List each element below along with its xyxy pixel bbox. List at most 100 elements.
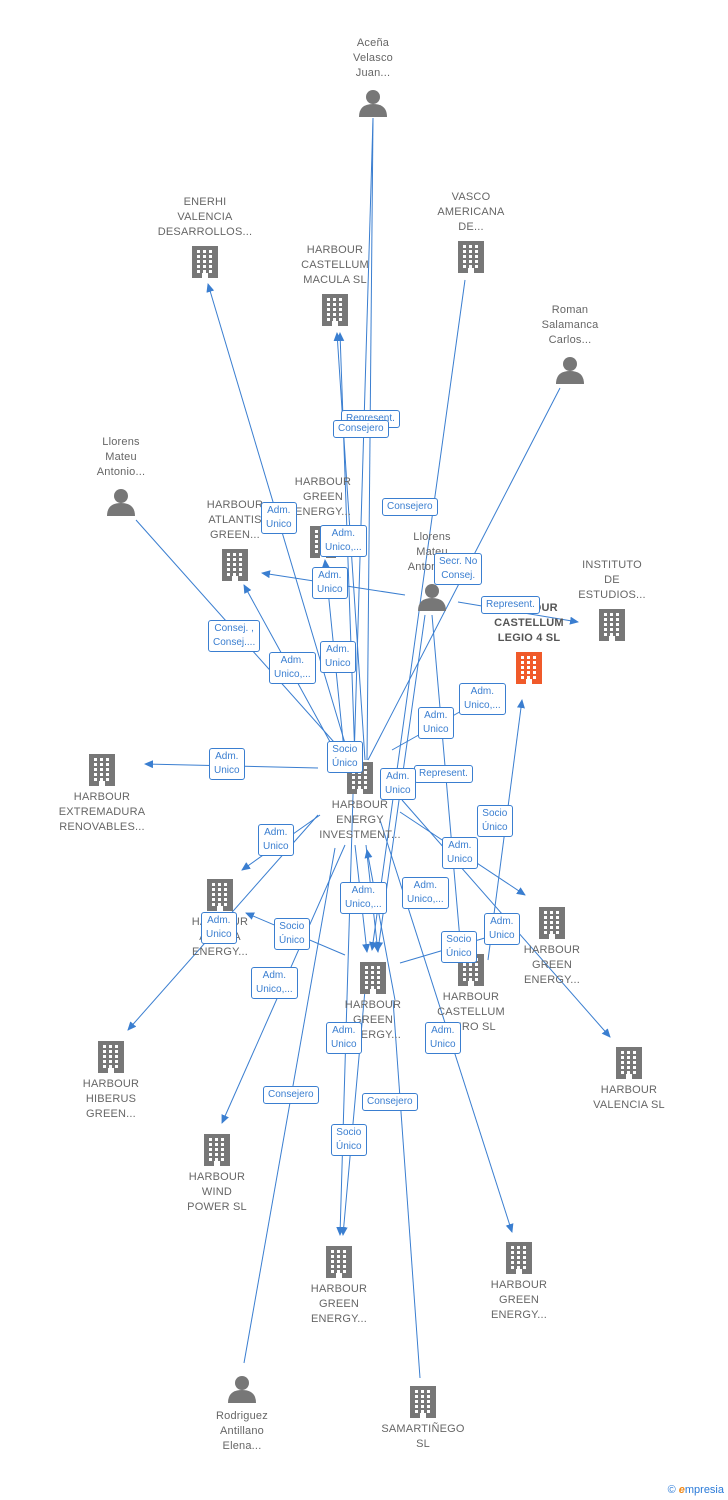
building-icon-vasco[interactable] [458,241,484,273]
node-label-line: INVESTMENT... [319,829,401,841]
edge-label-line: Consejero [387,501,433,512]
edge-label[interactable]: Represent. [481,596,540,614]
edge-label[interactable]: Adm.Unico [484,913,520,945]
node-label-line: GREEN [498,1294,540,1306]
building-icon-samartinego[interactable] [410,1386,436,1418]
node-label-line: VASCO [451,191,491,203]
edge-label[interactable]: Adm.Unico,... [340,882,387,914]
building-icon-extremadura[interactable] [89,754,115,786]
building-icon-legio[interactable] [516,652,542,684]
node-label-line: WIND [201,1186,233,1198]
person-icon-roman[interactable] [556,357,584,384]
building-icon-green_b2[interactable] [506,1242,532,1274]
edge-label-line: Adm. [448,840,472,851]
building-icon-valencia[interactable] [616,1047,642,1079]
edge-label[interactable]: Consejero [333,420,389,438]
edge-label[interactable]: Adm.Unico,... [320,525,367,557]
building-icon-instituto[interactable] [599,609,625,641]
node-label-line: CASTELLUM [494,617,564,629]
node-label-line: Mateu [105,451,137,463]
edge-label-line: Unico [206,929,232,940]
edge-label[interactable]: Adm.Unico [201,912,237,944]
node-label-line: DE... [458,221,484,233]
node-label-line: Llorens [102,436,140,448]
building-icon-atlantis[interactable] [222,549,248,581]
edge-label[interactable]: Adm.Unico [209,748,245,780]
empresia-brand[interactable]: © empresia [668,1484,724,1496]
edge-label[interactable]: Adm.Unico,... [269,652,316,684]
node-label-line: HARBOUR [73,791,131,803]
edge-label[interactable]: Adm.Unico [258,824,294,856]
edge-label[interactable]: Adm.Unico [261,502,297,534]
building-icon-harbour_energy_left[interactable] [207,879,233,911]
node-label-line: Llorens [413,531,451,543]
node-label-line: ENERGY... [310,1313,367,1325]
edge-label-line: Adm. [267,505,291,516]
edge-label-line: Socio [482,808,508,819]
edge-label[interactable]: Adm. Unico [442,837,478,869]
edge-label[interactable]: Represent. [414,765,473,783]
building-icon-green_mid[interactable] [360,962,386,994]
node-label-line: HARBOUR [442,991,500,1003]
edge-label-line: Unico [214,765,240,776]
edge-label[interactable]: Adm.Unico,... [251,967,298,999]
person-icon-llorens2[interactable] [418,584,446,611]
building-icon-green_b1[interactable] [326,1246,352,1278]
edge-label[interactable]: Consejero [362,1093,418,1111]
building-icon-wind[interactable] [204,1134,230,1166]
edge-label[interactable]: Consej. ,Consej.... [208,620,261,652]
edge-label-line: Unico [317,584,343,595]
edge-label[interactable]: Adm.Unico [312,567,348,599]
node-label-line: CASTELLUM [301,259,369,271]
building-icon-green_r[interactable] [539,907,565,939]
edge-label[interactable]: Adm.Unico,... [402,877,449,909]
edge-label-line: Socio [446,934,472,945]
edge-label[interactable]: Adm.Unico,... [459,683,506,715]
edge-label[interactable]: Adm.Unico [425,1022,461,1054]
edge-label-line: Consej. [441,570,476,581]
edge-label[interactable]: Adm.Unico [418,707,454,739]
edge-label-line: Unico [447,854,473,865]
person-icon-llorens1[interactable] [107,489,135,516]
building-icon-enerhi[interactable] [192,246,218,278]
building-icon-hiberus[interactable] [98,1041,124,1073]
edge-label[interactable]: Adm.Unico [380,768,416,800]
node-label-line: GREEN... [86,1108,136,1120]
edge-label[interactable]: Consejero [263,1086,319,1104]
edge-label[interactable]: Adm.Unico [320,641,356,673]
node-label-line: CASTELLUM [437,1006,505,1018]
node-label-line: DE [604,574,620,586]
person-icon-rodriguez[interactable] [228,1376,256,1403]
person-icon-acena[interactable] [359,90,387,117]
building-icon-macula[interactable] [322,294,348,326]
edge-label-line: Único [482,822,508,833]
edge-label[interactable]: Consejero [382,498,438,516]
edge-label[interactable]: Adm.Unico [326,1022,362,1054]
